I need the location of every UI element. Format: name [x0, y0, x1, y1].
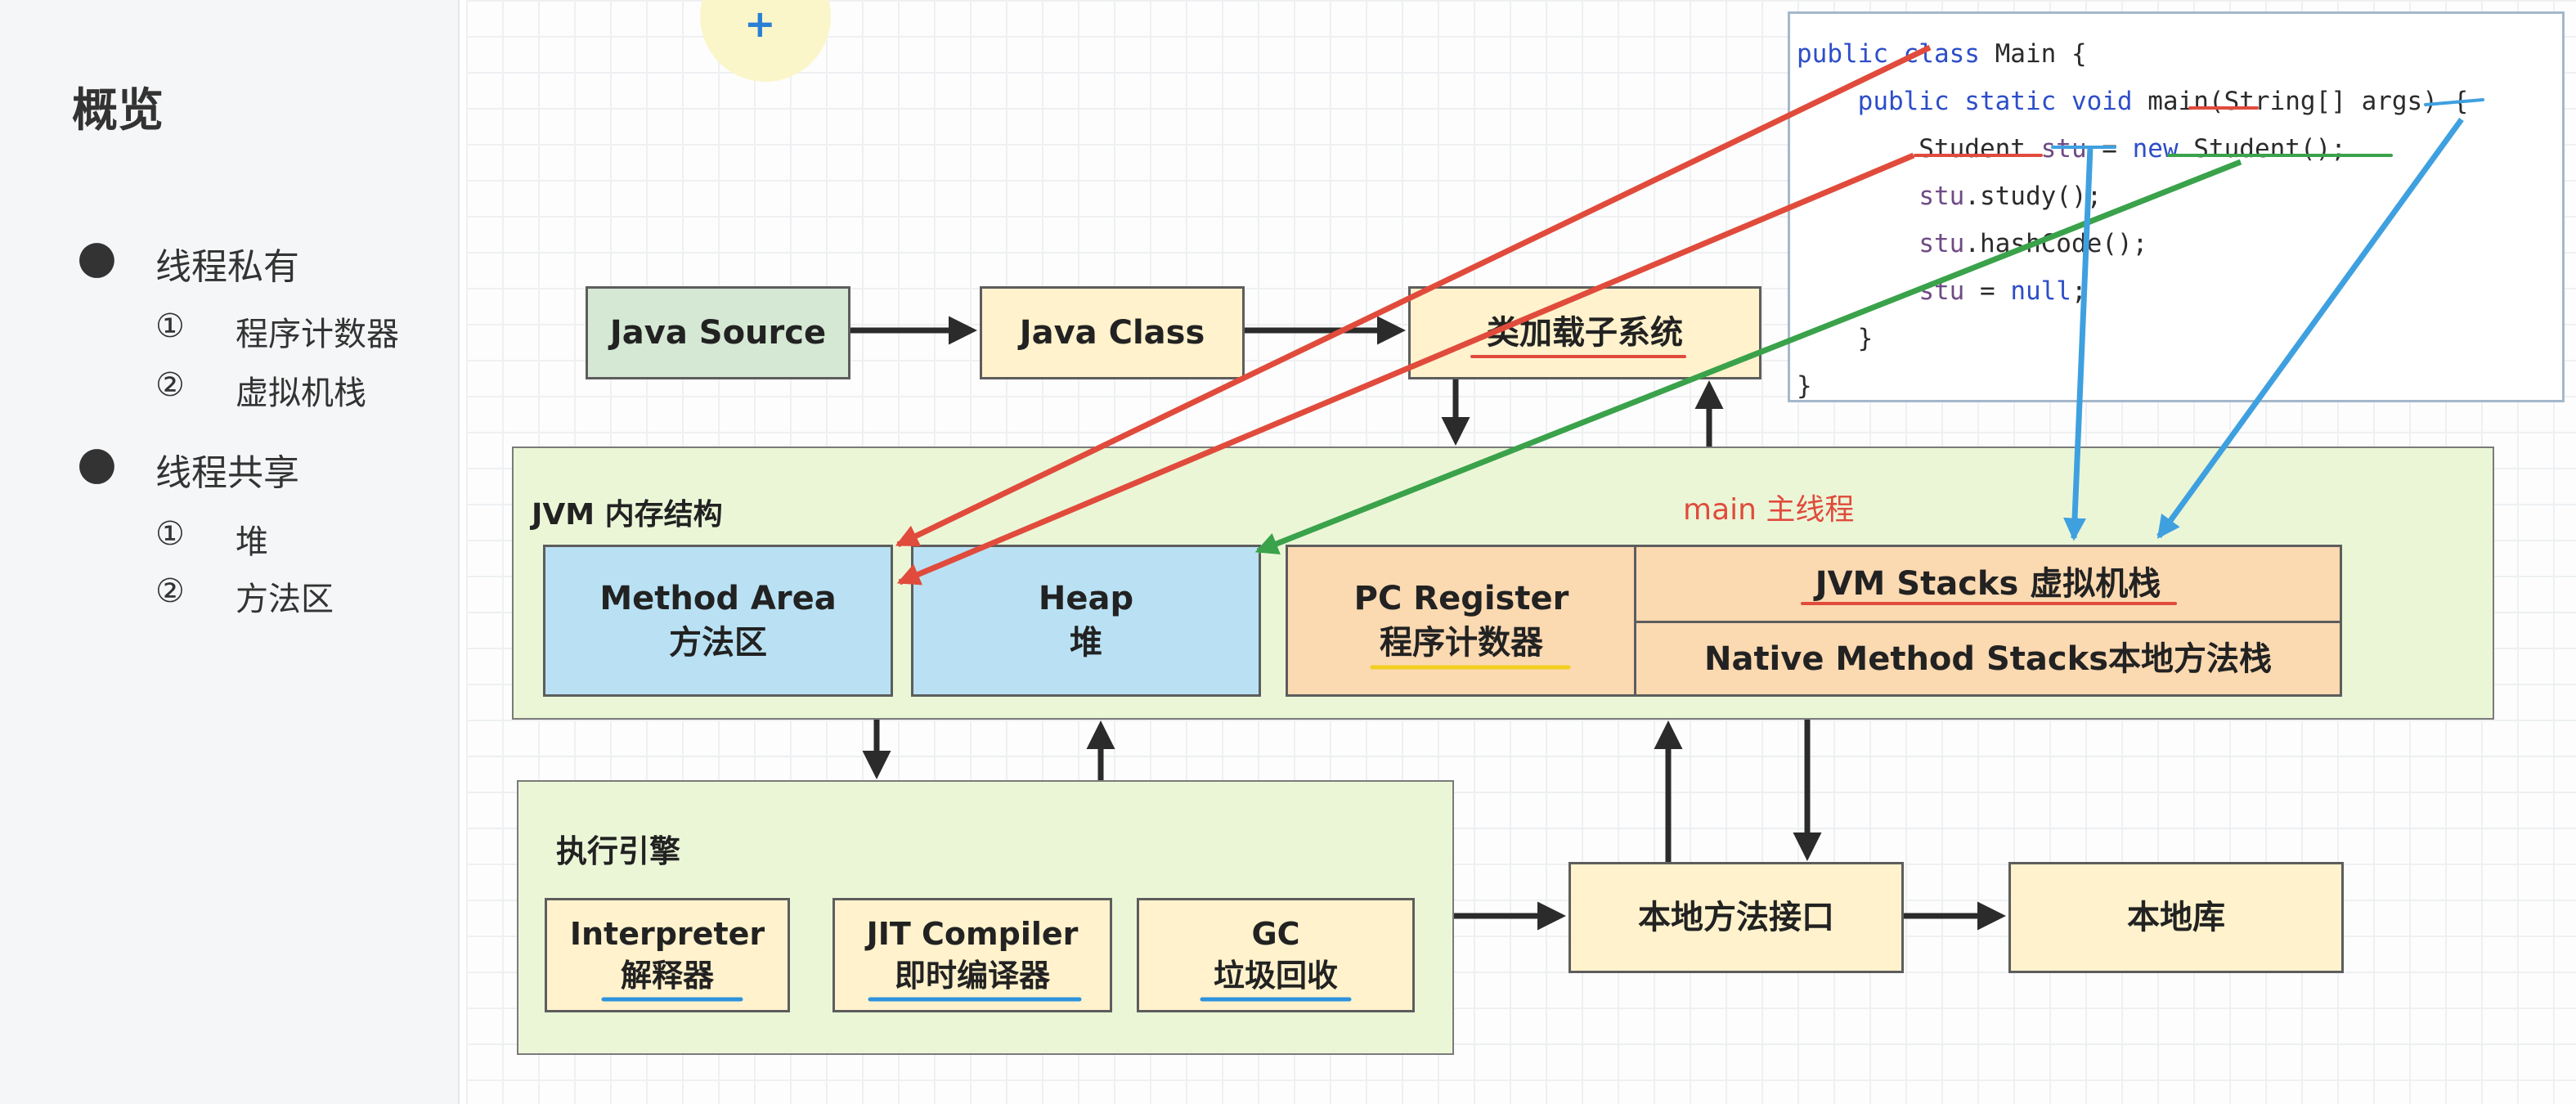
native-library-label: 本地库: [2127, 899, 2225, 936]
java-source-box[interactable]: Java Source: [586, 286, 850, 379]
sidebar-item-thread-private[interactable]: ● 线程私有: [77, 231, 299, 289]
sidebar-subitem-method-area[interactable]: ② 方法区: [155, 572, 334, 620]
sidebar-subitem-pc-counter[interactable]: ① 程序计数器: [155, 307, 399, 355]
code-line-2: public static void main(String[] args) {: [1857, 87, 2469, 116]
heap-en: Heap: [1038, 580, 1134, 617]
sidebar-subitem-heap[interactable]: ① 堆: [155, 515, 268, 563]
crosshair-cursor-icon: +: [744, 2, 776, 46]
jvm-stacks-label: JVM Stacks 虚拟机栈: [1815, 565, 2161, 603]
code-line-7: }: [1797, 324, 1874, 353]
sidebar-subitem-label: 虚拟机栈: [236, 375, 366, 412]
pc-register-zh: 程序计数器: [1380, 624, 1543, 662]
jit-compiler-box[interactable]: JIT Compiler 即时编译器: [832, 898, 1112, 1012]
heap-box[interactable]: Heap 堆: [911, 545, 1261, 697]
native-method-stacks-label: Native Method Stacks本地方法栈: [1703, 640, 2273, 678]
java-class-label: Java Class: [1019, 314, 1205, 352]
sidebar-subitem-number: ①: [155, 515, 185, 553]
java-class-box[interactable]: Java Class: [980, 286, 1245, 379]
jit-compiler-en: JIT Compiler: [866, 915, 1079, 952]
sidebar-item-label: 线程私有: [155, 246, 299, 288]
interpreter-zh: 解释器: [620, 958, 714, 994]
bullet-icon: ●: [77, 437, 117, 490]
java-source-label: Java Source: [609, 314, 827, 352]
sidebar-item-thread-shared[interactable]: ● 线程共享: [77, 437, 299, 496]
sidebar-item-label: 线程共享: [155, 452, 299, 494]
interpreter-box[interactable]: Interpreter 解释器: [545, 898, 790, 1012]
heap-zh: 堆: [1070, 624, 1102, 662]
native-interface-box[interactable]: 本地方法接口: [1568, 862, 1904, 973]
code-line-8: }: [1797, 371, 1812, 401]
code-line-3: Student stu = new Student();: [1797, 134, 2346, 164]
native-library-box[interactable]: 本地库: [2008, 862, 2344, 973]
method-area-en: Method Area: [599, 580, 837, 617]
code-line-1: public class Main {: [1797, 39, 2087, 69]
jvm-memory-title: JVM 内存结构: [532, 498, 723, 532]
code-line-6: stu = null;: [1919, 276, 2087, 306]
pc-register-en: PC Register: [1353, 580, 1569, 617]
code-line-4: stu.study();: [1919, 182, 2103, 211]
code-panel[interactable]: public class Main { public static void m…: [1788, 11, 2565, 402]
gc-box[interactable]: GC 垃圾回收: [1137, 898, 1415, 1012]
main-thread-label: main 主线程: [1683, 493, 1855, 527]
sidebar-subitem-label: 程序计数器: [236, 316, 399, 353]
sidebar-subitem-label: 方法区: [236, 581, 334, 618]
method-area-zh: 方法区: [669, 624, 767, 662]
code-block: public class Main { public static void m…: [1797, 30, 2468, 410]
jvm-stacks-box[interactable]: JVM Stacks 虚拟机栈: [1634, 545, 2342, 623]
class-loader-label: 类加载子系统: [1487, 314, 1683, 352]
gc-zh: 垃圾回收: [1213, 958, 1338, 994]
pc-register-box[interactable]: PC Register 程序计数器: [1286, 545, 1637, 697]
execution-engine-title: 执行引擎: [556, 833, 681, 869]
sidebar-subitem-label: 堆: [236, 523, 268, 561]
bullet-icon: ●: [77, 231, 117, 284]
sidebar-subitem-number: ②: [155, 366, 185, 404]
class-loader-box[interactable]: 类加载子系统: [1408, 286, 1761, 379]
jit-compiler-zh: 即时编译器: [894, 958, 1050, 994]
sidebar-title: 概览: [72, 84, 164, 137]
sidebar-subitem-number: ②: [155, 572, 185, 610]
gc-en: GC: [1251, 915, 1300, 952]
sidebar-subitem-vm-stack[interactable]: ② 虚拟机栈: [155, 366, 366, 414]
sidebar-subitem-number: ①: [155, 307, 185, 345]
code-line-5: stu.hashCode();: [1919, 229, 2148, 258]
native-method-stacks-box[interactable]: Native Method Stacks本地方法栈: [1634, 621, 2342, 697]
method-area-box[interactable]: Method Area 方法区: [543, 545, 893, 697]
interpreter-en: Interpreter: [569, 915, 765, 952]
sidebar: 概览 ● 线程私有 ① 程序计数器 ② 虚拟机栈 ● 线程共享 ① 堆 ② 方法…: [0, 0, 460, 1104]
native-interface-label: 本地方法接口: [1638, 899, 1834, 936]
